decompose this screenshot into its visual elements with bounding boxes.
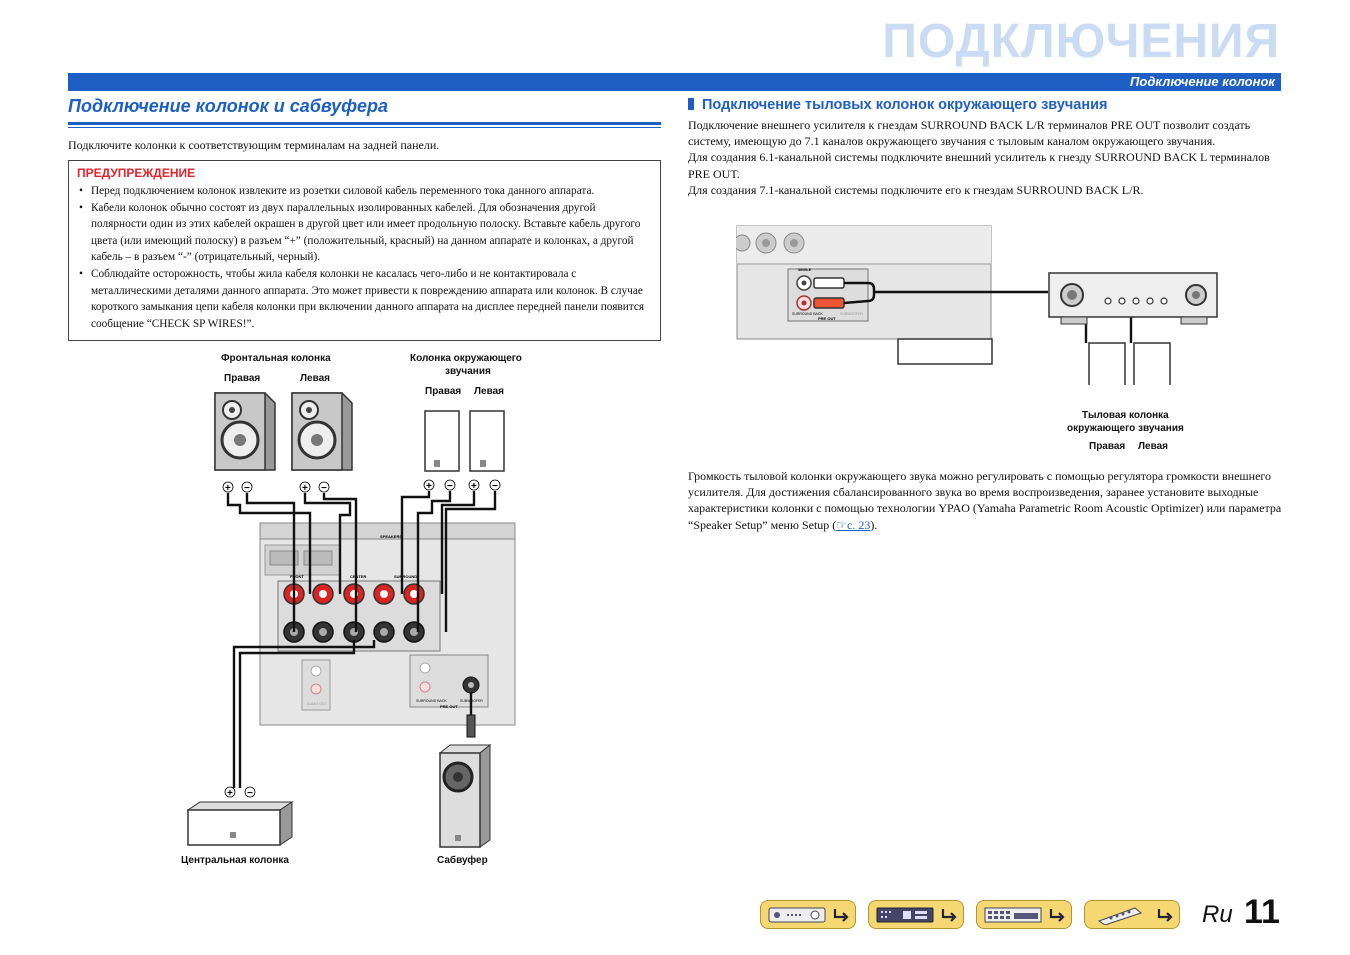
panel-subwoofer-text-right: SUBWOOFER (840, 312, 863, 316)
arrow-return-icon (941, 908, 957, 922)
surround-label-line2: звучания (445, 366, 491, 377)
right-paragraph-line: Подключение внешнего усилителя к гнездам… (688, 118, 1251, 149)
rear-left-speaker (1133, 342, 1171, 385)
heading-square-icon (688, 98, 694, 110)
arrow-return-icon (1049, 908, 1065, 922)
svg-text:−: − (247, 788, 253, 799)
surround-left-label: Левая (474, 386, 504, 397)
svg-text:−: − (244, 483, 250, 494)
heading-rule-thin (68, 127, 661, 128)
heading-rule (68, 122, 661, 125)
panel-single-text: SINGLE (798, 268, 812, 272)
panel-pre-out-text-right: PRE OUT (818, 316, 836, 321)
panel-speakers-text: SPEAKERS (380, 534, 402, 539)
warning-item: Перед подключением колонок извлеките из … (77, 183, 652, 200)
left-heading: Подключение колонок и сабвуфера (68, 96, 389, 116)
front-left-label: Левая (300, 373, 330, 384)
warning-box: ПРЕДУПРЕЖДЕНИЕ Перед подключением колоно… (68, 160, 661, 341)
svg-text:+: + (227, 788, 233, 799)
warning-title: ПРЕДУПРЕЖДЕНИЕ (77, 166, 196, 180)
receiver-rear-panel-closeup: SINGLE SURROUND BACK SUBWOOFER PRE OUT (736, 225, 993, 365)
section-bar: Подключение колонок (68, 73, 1281, 91)
rear-panel-button[interactable] (976, 900, 1072, 929)
rear-surround-diagram: SINGLE SURROUND BACK SUBWOOFER PRE OUT (736, 225, 1218, 385)
warning-item: Соблюдайте осторожность, чтобы жила кабе… (77, 266, 652, 332)
front-right-speaker (214, 392, 276, 471)
svg-text:−: − (492, 481, 498, 492)
right-paragraph-line: Для создания 7.1-канальной системы подкл… (688, 182, 1144, 197)
svg-text:+: + (302, 483, 308, 494)
volume-note: Громкость тыловой колонки окружающего зв… (688, 468, 1288, 533)
intro-text: Подключите колонки к соответствующим тер… (68, 138, 440, 152)
page-reference-link[interactable]: ☞с. 23 (836, 517, 871, 532)
surround-label-line1: Колонка окружающего (410, 353, 522, 364)
remote-button[interactable] (1084, 900, 1180, 929)
panel-surround-text: SURROUND (394, 574, 417, 579)
arrow-return-icon (833, 908, 849, 922)
rear-panel-icon (984, 907, 1042, 922)
svg-text:−: − (447, 481, 453, 492)
rear-left-label: Левая (1138, 441, 1168, 452)
panel-front-text: FRONT (290, 574, 304, 579)
chapter-title: ПОДКЛЮЧЕНИЯ (882, 15, 1280, 68)
front-panel-button[interactable] (760, 900, 856, 929)
front-right-label: Правая (224, 373, 261, 384)
panel-surround-back-text: SURROUND BACK (416, 699, 447, 703)
subwoofer (438, 743, 492, 848)
front-left-speaker (291, 392, 353, 471)
panel-center-text: CENTER (350, 574, 367, 579)
speaker-cables (226, 491, 497, 788)
surround-right-label: Правая (425, 386, 462, 397)
surround-left-speaker (469, 410, 505, 472)
footer-nav (760, 900, 1180, 929)
right-paragraph: Подключение внешнего усилителя к гнездам… (688, 117, 1288, 198)
remote-control-icon (1097, 906, 1143, 925)
front-speaker-label: Фронтальная колонка (221, 353, 331, 364)
panel-audio-out-text: AUDIO OUT (307, 702, 327, 706)
center-speaker-label: Центральная колонка (181, 855, 289, 866)
svg-text:+: + (471, 481, 477, 492)
svg-text:+: + (225, 483, 231, 494)
panel-pre-out-text: PRE OUT (440, 704, 458, 709)
right-paragraph-line: Для создания 6.1-канальной системы подкл… (688, 150, 1270, 181)
warning-item: Кабели колонок обычно состоят из двух па… (77, 200, 652, 266)
page-number: 11 (1244, 893, 1280, 931)
receiver-rear-panel: SPEAKERS FRONT CENTER SURROUND AUDIO OUT… (259, 522, 516, 726)
external-amplifier (1048, 272, 1218, 325)
center-speaker (186, 801, 294, 846)
svg-text:−: − (321, 483, 327, 494)
volume-note-text: Громкость тыловой колонки окружающего зв… (688, 469, 1282, 532)
subwoofer-label: Сабвуфер (437, 855, 488, 866)
arrow-return-icon (1157, 908, 1173, 922)
rear-right-speaker (1088, 342, 1126, 385)
display-button[interactable] (868, 900, 964, 929)
section-bar-label: Подключение колонок (1130, 74, 1275, 89)
front-panel-icon (768, 907, 826, 922)
panel-surround-back-text-right: SURROUND BACK (792, 312, 823, 316)
language-label: Ru (1202, 901, 1233, 928)
display-icon (876, 907, 934, 922)
speaker-connection-diagram: SPEAKERS FRONT CENTER SURROUND AUDIO OUT… (186, 392, 516, 848)
right-heading-text: Подключение тыловых колонок окружающего … (702, 97, 1108, 113)
rear-right-label: Правая (1089, 441, 1126, 452)
svg-text:+: + (426, 481, 432, 492)
surround-right-speaker (424, 410, 460, 472)
volume-note-end: ). (870, 517, 878, 532)
warning-list: Перед подключением колонок извлеките из … (77, 183, 652, 332)
rear-speaker-label-line2: окружающего звучания (1067, 423, 1184, 434)
rear-speaker-label-line1: Тыловая колонка (1082, 410, 1169, 421)
right-heading: Подключение тыловых колонок окружающего … (688, 97, 1108, 113)
